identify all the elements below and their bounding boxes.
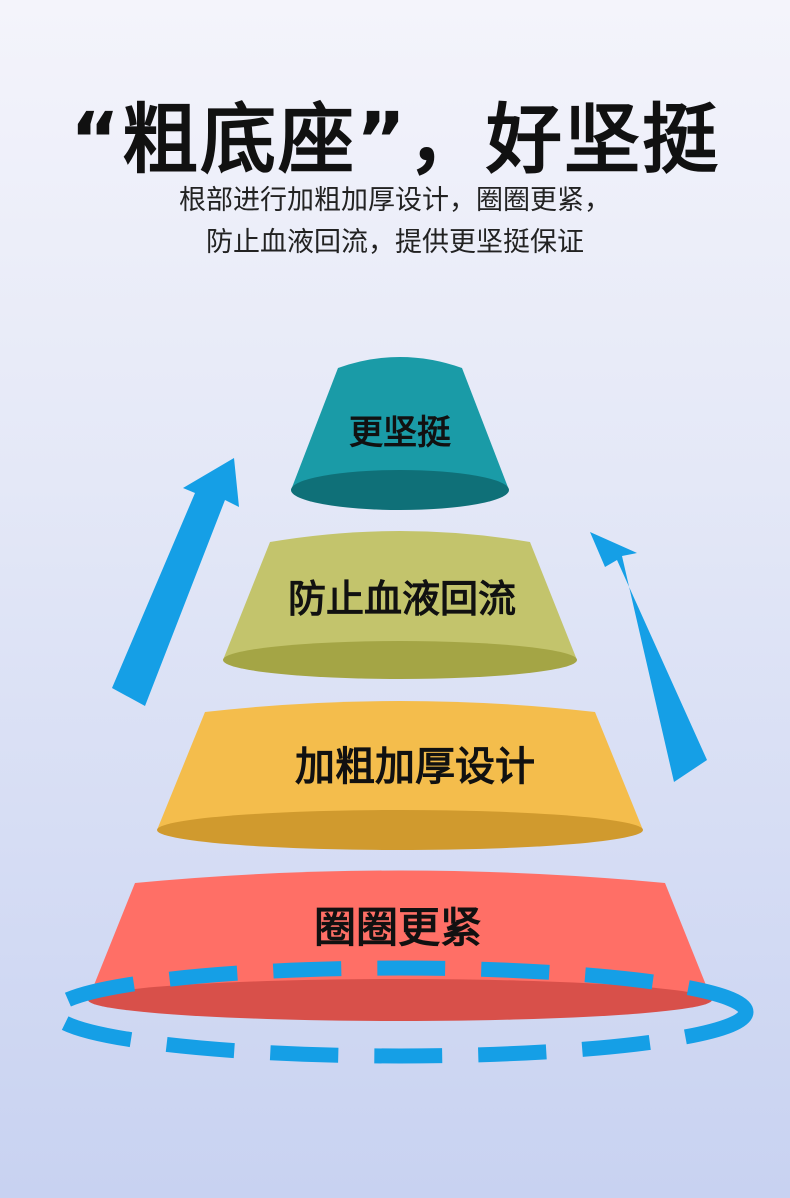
subtitle-line-2: 防止血液回流，提供更坚挺保证 (206, 227, 584, 258)
tier-label: 加粗加厚设计 (295, 744, 535, 790)
arrow-up-left-icon (112, 458, 239, 706)
tier-label: 圈圈更紧 (314, 903, 482, 952)
tier-1: 更坚挺 (291, 357, 509, 510)
subtitle-line-1: 根部进行加粗加厚设计，圈圈更紧， (179, 185, 611, 216)
tier-3: 加粗加厚设计 (157, 701, 643, 850)
dashed-ring-icon (46, 960, 754, 1064)
arrow-up-right-icon (590, 532, 707, 782)
tier-label: 更坚挺 (349, 413, 451, 453)
tier-label: 防止血液回流 (288, 577, 516, 621)
page-title: “粗底座”，好坚挺 (70, 95, 720, 184)
tier-4: 圈圈更紧 (88, 870, 712, 1021)
tier-2: 防止血液回流 (223, 531, 577, 679)
